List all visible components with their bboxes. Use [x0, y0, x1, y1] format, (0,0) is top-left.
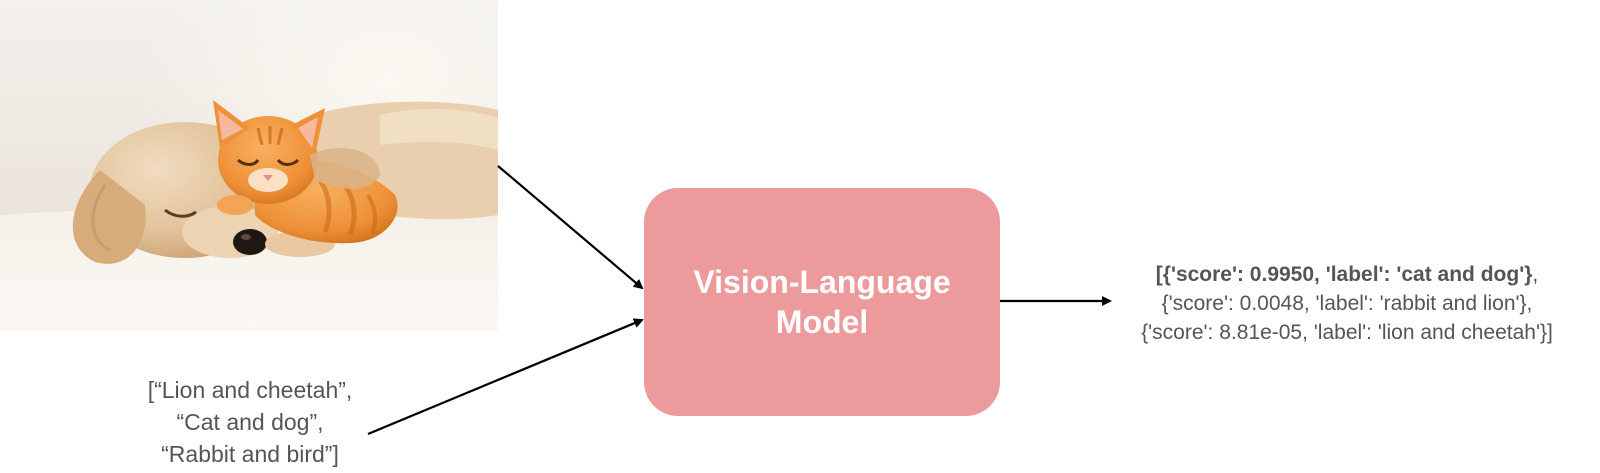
labels-to-model-arrow	[367, 318, 644, 436]
top-score-text: [{'score': 0.9950, 'label': 'cat and dog…	[1155, 263, 1533, 286]
vision-language-model-box: Vision-Language Model	[644, 188, 1000, 416]
model-label-line2: Model	[775, 304, 869, 340]
output-line-1-rest: ,	[1532, 263, 1539, 286]
image-to-model-arrow	[497, 165, 644, 290]
output-line-3: {'score': 8.81e-05, 'label': 'lion and c…	[1141, 321, 1553, 344]
candidate-labels: [“Lion and cheetah”, “Cat and dog”, “Rab…	[110, 374, 390, 470]
candidate-label-line: “Cat and dog”,	[176, 409, 324, 435]
candidate-label-line: [“Lion and cheetah”,	[147, 377, 353, 403]
output-scores: [{'score': 0.9950, 'label': 'cat and dog…	[1100, 260, 1594, 347]
output-line-1: [{'score': 0.9950, 'label': 'cat and dog…	[1100, 260, 1594, 289]
model-label-line1: Vision-Language	[693, 264, 951, 300]
input-image	[0, 0, 498, 331]
output-line-2: {'score': 0.0048, 'label': 'rabbit and l…	[1161, 292, 1533, 315]
candidate-label-line: “Rabbit and bird”]	[161, 441, 339, 467]
